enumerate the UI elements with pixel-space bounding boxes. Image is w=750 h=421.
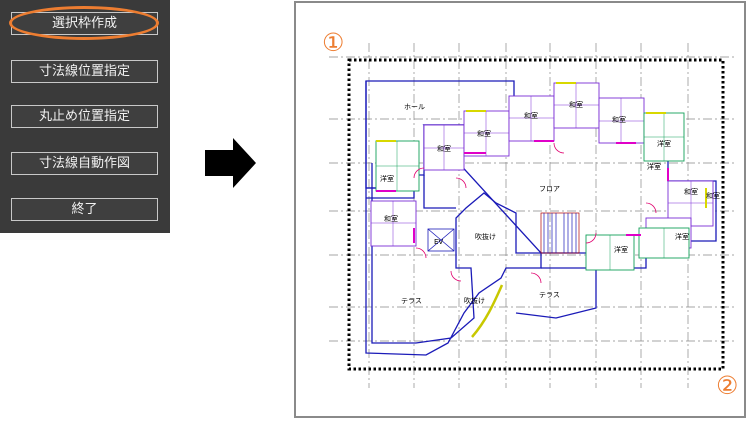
- corner-marker-second: ②: [716, 371, 739, 400]
- room-label: 洋室: [675, 232, 689, 241]
- room-label: 和室: [384, 214, 398, 223]
- room-label: 和室: [706, 191, 720, 200]
- room-label: 洋室: [614, 245, 628, 254]
- room-label: 洋室: [647, 162, 661, 171]
- selected-item-highlight: [9, 6, 159, 40]
- room-label: 和室: [437, 144, 451, 153]
- exit-button[interactable]: 終了: [11, 198, 158, 221]
- room-label: ホール: [404, 103, 425, 111]
- room-label: テラス: [401, 297, 422, 305]
- room-label: 和室: [477, 129, 491, 138]
- room-label: 吹抜け: [464, 296, 485, 305]
- cad-drawing-canvas[interactable]: ホール 和室 和室 和室 和室 和室 和室 和室 和室 洋室 洋室 洋室 洋室 …: [294, 1, 746, 418]
- room-label: フロア: [539, 185, 560, 193]
- room-label: 洋室: [657, 139, 671, 148]
- right-arrow-icon: [205, 138, 256, 188]
- selection-frame[interactable]: [347, 58, 725, 371]
- room-label: EV: [434, 238, 443, 246]
- room-label: テラス: [539, 291, 560, 299]
- room-label: 和室: [569, 100, 583, 109]
- dimension-line-position-button[interactable]: 寸法線位置指定: [11, 60, 158, 83]
- auto-dimension-draw-button[interactable]: 寸法線自動作図: [11, 152, 158, 175]
- room-label: 和室: [524, 111, 538, 120]
- room-label: 吹抜け: [475, 232, 496, 241]
- corner-marker-first: ①: [322, 28, 345, 57]
- room-label: 洋室: [380, 174, 394, 183]
- room-label: 和室: [612, 115, 626, 124]
- room-label: 和室: [684, 187, 698, 196]
- round-stop-position-button[interactable]: 丸止め位置指定: [11, 105, 158, 128]
- floor-plan-drawing: ホール 和室 和室 和室 和室 和室 和室 和室 和室 洋室 洋室 洋室 洋室 …: [329, 43, 734, 388]
